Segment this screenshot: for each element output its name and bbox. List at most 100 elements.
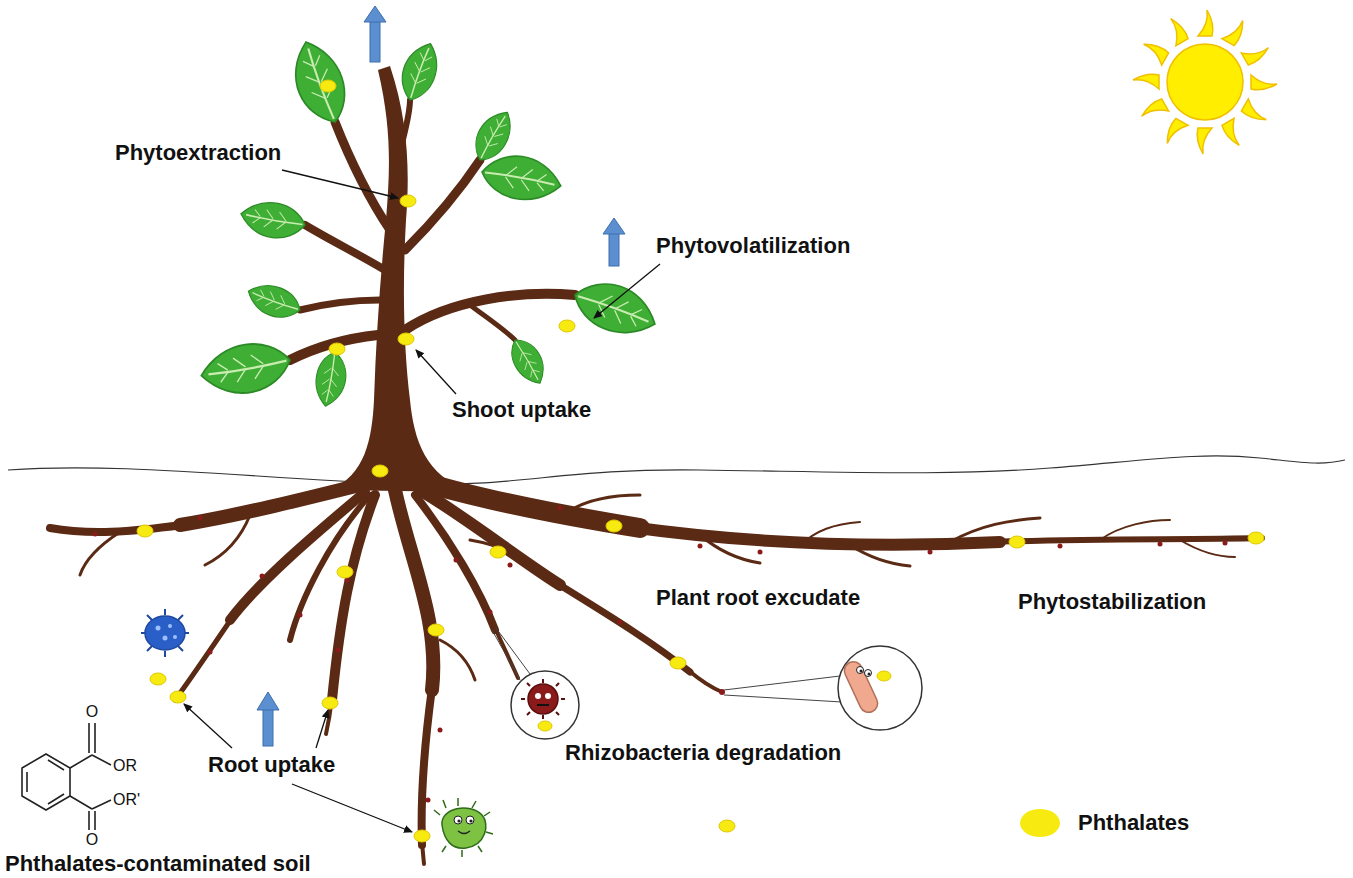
callout-label: Rhizobacteria degradation bbox=[565, 740, 841, 765]
phthalate-dot bbox=[1248, 532, 1264, 544]
phthalate-dot bbox=[337, 566, 353, 578]
blue-microbe bbox=[141, 609, 189, 657]
microbe-dot bbox=[156, 626, 161, 631]
root bbox=[630, 527, 1000, 545]
rootlet bbox=[1180, 540, 1235, 557]
callout-label: Phytoextraction bbox=[115, 140, 281, 165]
leader-line bbox=[496, 628, 530, 674]
sun-ray bbox=[1241, 99, 1271, 125]
nodule bbox=[426, 798, 431, 803]
microbe-hairs bbox=[434, 798, 493, 857]
phthalate-dot bbox=[559, 320, 575, 332]
nodule bbox=[454, 558, 459, 563]
microbe-body bbox=[145, 616, 185, 650]
microbe-pupil bbox=[457, 819, 460, 822]
leaf bbox=[284, 35, 356, 130]
arrow-head bbox=[257, 692, 279, 710]
root bbox=[332, 495, 375, 700]
leader-arrows bbox=[184, 170, 660, 832]
microbe-eye bbox=[466, 816, 474, 824]
branch bbox=[470, 305, 515, 340]
branch bbox=[300, 300, 380, 310]
nodule bbox=[336, 648, 341, 653]
atom-label: O bbox=[86, 703, 98, 721]
phthalate-dot bbox=[137, 525, 153, 537]
leaf bbox=[243, 278, 305, 324]
root bbox=[50, 525, 182, 532]
nodule bbox=[260, 574, 265, 579]
rootlet bbox=[440, 640, 475, 680]
phthalate-dot bbox=[372, 465, 388, 477]
phthalate-structure bbox=[22, 723, 111, 830]
root bbox=[422, 843, 424, 864]
nodule bbox=[508, 563, 513, 568]
arrow-shaft bbox=[609, 232, 619, 266]
nodule bbox=[618, 620, 623, 625]
sun-ray bbox=[1222, 16, 1248, 46]
phthalate-dots bbox=[137, 80, 1264, 842]
phthalate-dot bbox=[877, 671, 891, 681]
branch bbox=[335, 122, 390, 230]
rootlet bbox=[850, 545, 910, 566]
nodule bbox=[698, 544, 703, 549]
ground-line bbox=[8, 456, 1345, 485]
bacterium-spikes bbox=[521, 679, 565, 719]
callout-label: Root uptake bbox=[208, 752, 335, 777]
nodule bbox=[558, 506, 563, 511]
phthalate-dot bbox=[719, 820, 735, 832]
leader-arrow bbox=[316, 710, 328, 748]
branch bbox=[405, 160, 480, 250]
phthalate-dot bbox=[170, 691, 186, 703]
microbe-dot bbox=[168, 624, 172, 628]
rootlet bbox=[205, 515, 250, 565]
red-bacterium bbox=[521, 679, 565, 719]
nodule bbox=[1058, 544, 1063, 549]
sun-ray bbox=[1251, 75, 1277, 90]
bacterium-body bbox=[528, 684, 558, 714]
nodule bbox=[208, 650, 213, 655]
nodule bbox=[1223, 541, 1228, 546]
root-nodules bbox=[93, 506, 1228, 803]
bacterium-pupil bbox=[860, 670, 863, 673]
phthalate-dot bbox=[428, 624, 444, 636]
nodule bbox=[298, 613, 303, 618]
phthalate-dot bbox=[490, 546, 506, 558]
atom-label: O bbox=[86, 831, 98, 849]
leaf bbox=[238, 197, 308, 242]
leaf bbox=[394, 38, 445, 105]
bacterium-eye bbox=[535, 693, 541, 699]
bacterium-body bbox=[841, 659, 880, 716]
leader-arrow bbox=[292, 784, 412, 832]
rootlet bbox=[80, 532, 120, 575]
microbe-pupil bbox=[469, 819, 472, 822]
callout-label: Shoot uptake bbox=[452, 397, 591, 422]
sun-ray bbox=[1241, 40, 1271, 66]
branch bbox=[398, 100, 410, 160]
microbe-dot bbox=[163, 636, 168, 641]
root bbox=[290, 495, 370, 640]
leaf bbox=[568, 273, 663, 345]
sun-ray bbox=[1139, 98, 1169, 124]
phthalate-dot bbox=[606, 520, 622, 532]
leader-arrow bbox=[184, 704, 232, 748]
rootlet bbox=[950, 518, 1040, 542]
arrow-head bbox=[603, 218, 625, 234]
nodule bbox=[758, 550, 763, 555]
bacterium-pupil bbox=[868, 673, 871, 676]
roots bbox=[50, 478, 1262, 864]
branch bbox=[305, 225, 385, 270]
arrow-shaft bbox=[263, 708, 273, 746]
bacterium-eye bbox=[865, 670, 872, 677]
microbe-spikes bbox=[141, 609, 189, 657]
tree-trunk bbox=[330, 66, 470, 492]
leader-arrow bbox=[594, 264, 660, 318]
rootlet bbox=[800, 522, 860, 546]
caption-label: Phthalates-contaminated soil bbox=[5, 851, 311, 876]
spike-lines bbox=[141, 609, 189, 657]
bacterium-eye bbox=[857, 667, 864, 674]
leader-arrow bbox=[416, 350, 456, 394]
root bbox=[230, 492, 365, 620]
rod-bacterium bbox=[841, 659, 880, 716]
nodule bbox=[488, 610, 493, 615]
